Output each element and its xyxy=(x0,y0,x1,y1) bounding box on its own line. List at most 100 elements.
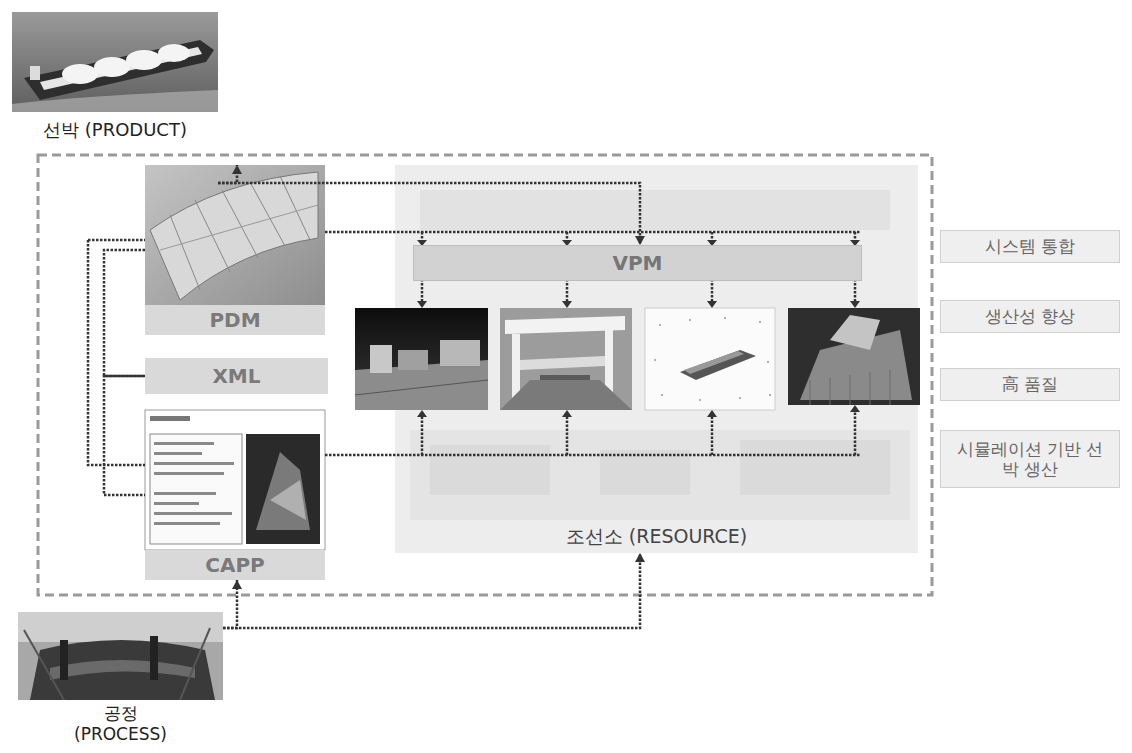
capp-screen xyxy=(256,452,310,530)
virtual-layout-view xyxy=(684,351,744,374)
connector-line xyxy=(218,183,640,245)
wiring-arrowheads xyxy=(707,410,717,417)
data-flow-connector xyxy=(223,580,242,628)
capp-screen xyxy=(145,410,325,550)
virtual-block-view xyxy=(830,378,831,405)
ship-photo xyxy=(158,44,190,62)
capp-screen xyxy=(154,512,232,515)
ship-photo xyxy=(12,12,218,112)
virtual-layout-view xyxy=(680,350,756,380)
wiring-arrowheads xyxy=(417,301,427,308)
process-node: 공정 (PROCESS) xyxy=(18,612,223,747)
node-label: 시스템 통합 xyxy=(977,233,1083,259)
node-label: CAPP xyxy=(145,550,325,580)
shipyard-background xyxy=(395,165,918,553)
data-wiring xyxy=(325,231,860,234)
arrowhead xyxy=(232,580,242,589)
wiring-arrowheads xyxy=(850,301,860,308)
virtual-block-view xyxy=(870,372,871,405)
capp-screen xyxy=(154,462,234,465)
virtual-layout-view xyxy=(645,308,775,410)
virtual-shop-view xyxy=(500,308,632,410)
virtual-layout-view xyxy=(769,394,771,396)
node-label: PDM xyxy=(145,305,325,335)
virtual-layout-view xyxy=(689,319,691,321)
capp-screen xyxy=(150,416,190,421)
capp-screen xyxy=(154,442,214,445)
virtual-shop-view xyxy=(520,356,605,370)
capp-screen xyxy=(154,452,202,455)
node-label: 선박 (PRODUCT) xyxy=(12,112,218,147)
arrowhead xyxy=(232,165,242,174)
shipyard-background xyxy=(410,430,910,520)
wiring-arrowheads xyxy=(562,301,572,308)
virtual-block-view xyxy=(788,308,920,405)
virtual-layout-view xyxy=(654,317,771,401)
benefit-box: 시뮬레이션 기반 선박 생산 xyxy=(940,430,1120,488)
node-label: 공정 (PROCESS) xyxy=(61,700,181,747)
virtual-block-view xyxy=(850,375,851,405)
ship-photo xyxy=(62,64,98,84)
pdm-model xyxy=(170,215,200,290)
ship-photo xyxy=(12,90,218,112)
pdm-model xyxy=(145,165,325,305)
data-wiring xyxy=(325,454,860,457)
virtual-yard-view xyxy=(398,350,428,370)
virtual-layout-view xyxy=(767,361,769,363)
capp-screen xyxy=(154,492,216,495)
arrowhead xyxy=(635,236,645,245)
data-wiring xyxy=(711,232,714,241)
virtual-layout-view xyxy=(724,317,726,319)
process-photo xyxy=(24,630,64,700)
system-boundary xyxy=(38,155,932,595)
data-wiring xyxy=(566,416,569,455)
process-photo xyxy=(18,612,223,700)
pdm-model xyxy=(280,176,310,240)
ship-photo xyxy=(24,40,214,100)
benefit-box: 高 품질 xyxy=(940,368,1120,401)
data-flow-connector xyxy=(218,183,645,245)
capp-screen xyxy=(154,472,224,475)
process-photo xyxy=(180,628,210,700)
pdm-model xyxy=(145,165,325,305)
node-label: 조선소 (RESOURCE) xyxy=(558,524,756,549)
shipyard-background xyxy=(740,440,890,495)
data-wiring xyxy=(566,232,569,241)
capp-screen xyxy=(150,434,242,544)
capp-screen xyxy=(270,480,306,520)
process-photo xyxy=(50,660,195,680)
virtual-shop-view xyxy=(500,308,632,410)
virtual-block-view xyxy=(788,308,920,405)
capp-screen xyxy=(246,434,320,544)
shipyard-background xyxy=(420,190,890,230)
virtual-yard-view xyxy=(355,380,488,395)
pdm-model xyxy=(160,205,318,250)
node-label: 高 품질 xyxy=(994,371,1066,397)
virtual-layout-view xyxy=(645,308,775,410)
data-flow-connector xyxy=(104,250,145,376)
data-wiring xyxy=(711,416,714,455)
pdm-model xyxy=(250,182,285,246)
virtual-yard-view xyxy=(440,340,480,366)
process-photo xyxy=(18,612,223,642)
data-wiring xyxy=(854,411,857,455)
connector-line xyxy=(104,250,145,376)
virtual-yard-view xyxy=(370,345,392,373)
arrowhead xyxy=(635,553,645,562)
data-flow-connector xyxy=(104,376,145,495)
pdm-box: PDM xyxy=(145,165,325,335)
data-wiring xyxy=(88,239,145,242)
vpm-bar: VPM xyxy=(413,245,862,281)
virtual-layout-view xyxy=(759,321,761,323)
shipyard-background xyxy=(395,165,918,553)
shipyard-background xyxy=(600,450,690,495)
capp-screen xyxy=(154,502,199,505)
virtual-block-view xyxy=(890,370,891,405)
data-flow-connector xyxy=(218,165,242,183)
data-wiring xyxy=(421,416,424,455)
benefit-box: 시스템 통합 xyxy=(940,230,1120,263)
capp-screen xyxy=(154,522,220,525)
process-photo xyxy=(18,612,223,700)
wiring-arrowheads xyxy=(562,410,572,417)
virtual-yard-view xyxy=(355,308,488,410)
